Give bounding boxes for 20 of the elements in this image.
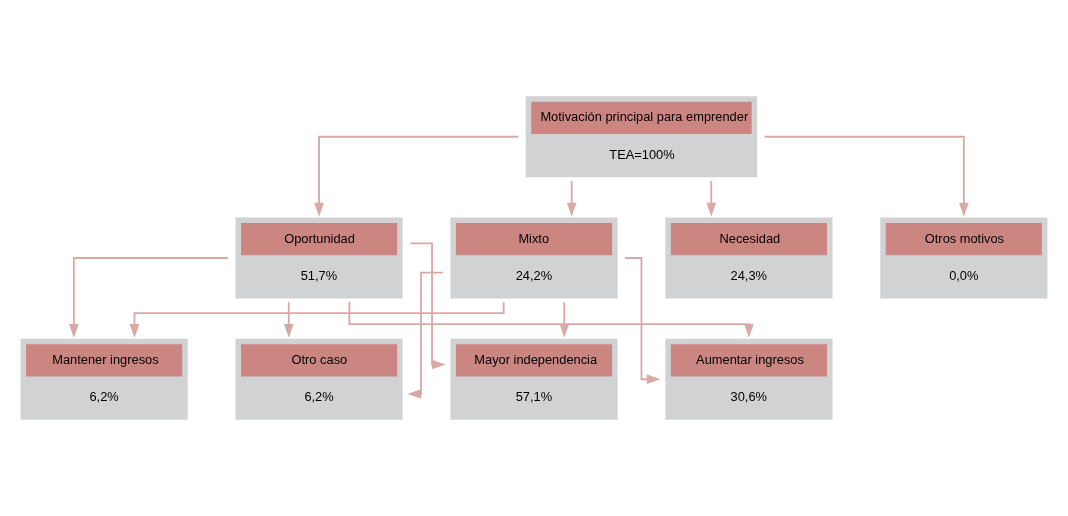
arrow: [566, 179, 577, 217]
node-box: Mayor independencia 57,1%: [450, 338, 618, 420]
arrow: [706, 179, 717, 217]
arrow: [283, 301, 294, 338]
node-box: Otro caso 6,2%: [235, 338, 403, 420]
node-box: Motivación principal para emprender TEA=100%: [525, 96, 758, 178]
arrow: [348, 301, 754, 338]
node-box: Mantener ingresos 6,2%: [20, 338, 188, 420]
node-box: Aumentar ingresos 30,6%: [665, 338, 833, 420]
arrow: [559, 301, 570, 338]
node-box: Otros motivos 0,0%: [880, 217, 1048, 299]
arrow: [69, 257, 230, 338]
node-box: Oportunidad 51,7%: [235, 217, 403, 299]
arrow: [129, 301, 505, 338]
node-box: Necesidad 24,3%: [665, 217, 833, 299]
node-box: Mixto 24,2%: [450, 217, 618, 299]
arrow: [407, 271, 444, 399]
arrow: [314, 135, 520, 217]
arrow: [409, 242, 446, 370]
arrow: [763, 135, 969, 217]
